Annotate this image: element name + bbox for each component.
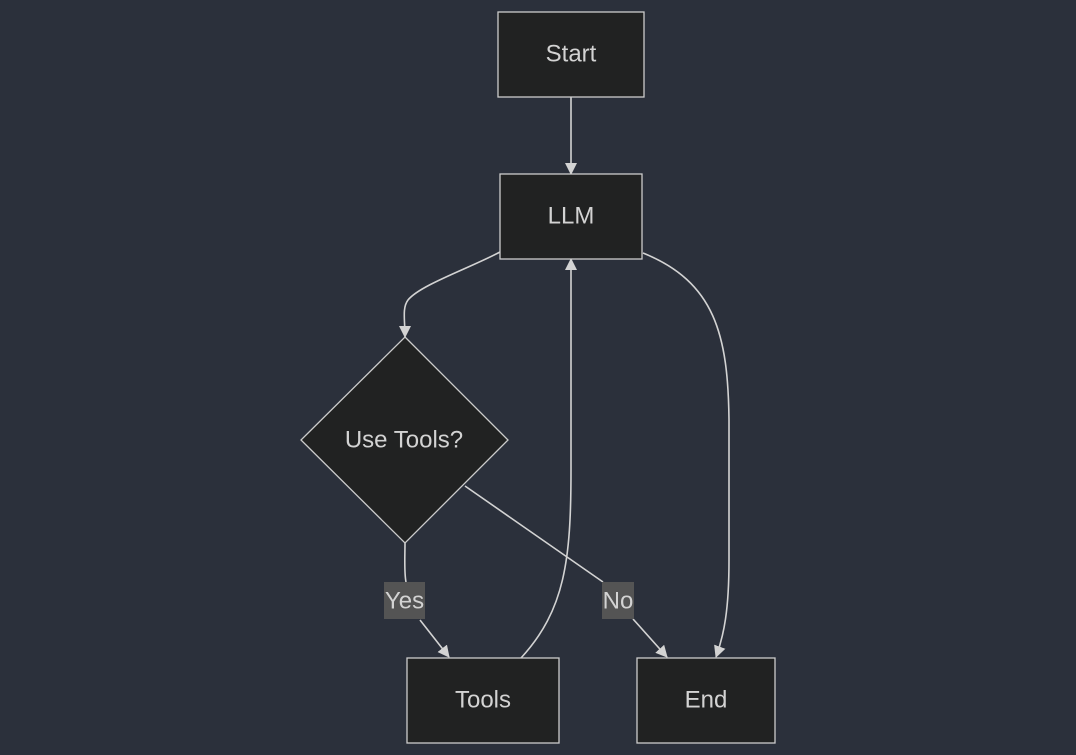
node-start: Start [497,11,645,98]
node-llm-label: LLM [548,203,595,230]
node-decision: Use Tools? [300,336,509,544]
node-tools-label: Tools [455,687,511,714]
edge-decision-to-end [464,485,667,657]
node-start-label: Start [546,41,597,68]
node-decision-label: Use Tools? [345,427,463,454]
edge-label-no: No [602,582,634,619]
node-llm: LLM [499,173,643,260]
edge-label-yes: Yes [384,582,425,619]
edges [398,97,730,659]
edge-tools-to-llm [520,258,577,659]
node-end: End [636,657,776,744]
edge-llm-to-decision [398,251,501,338]
node-end-label: End [685,687,728,714]
edge-label-no-text: No [603,588,634,615]
node-tools: Tools [406,657,560,744]
edge-decision-to-tools [403,542,449,657]
edge-label-yes-text: Yes [385,588,424,615]
edge-llm-to-end [642,252,730,658]
